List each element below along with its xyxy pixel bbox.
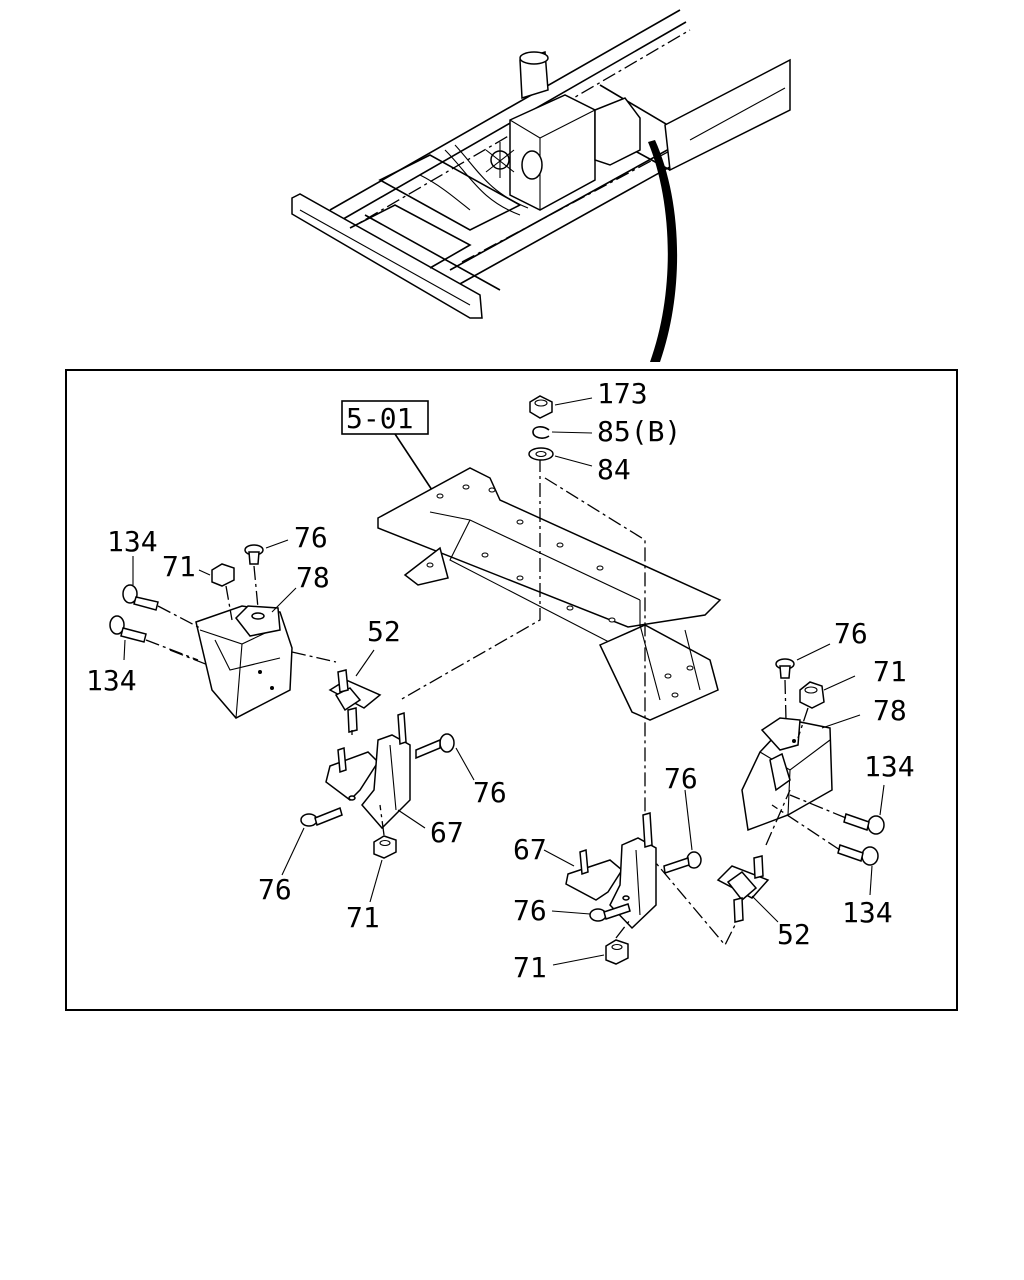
detail-frame — [65, 369, 958, 1011]
chassis-frame-overview — [291, 9, 791, 362]
bolt-134-lower-left — [109, 615, 147, 643]
callout-78-left: 78 — [296, 561, 330, 594]
bolt-76-right-top — [775, 658, 795, 679]
callout-134-right-bottom: 134 — [842, 896, 893, 929]
bolt-134-lower-right — [837, 844, 879, 866]
mount-bracket-67-left — [325, 711, 411, 830]
callout-71-left-bottom: 71 — [346, 901, 380, 934]
callout-134-left-top: 134 — [107, 525, 158, 558]
crossmember — [377, 467, 722, 721]
bolt-76-right-bottom — [589, 903, 631, 922]
callout-173: 173 — [597, 377, 648, 410]
callout-76-left-side: 76 — [473, 776, 507, 809]
callout-84: 84 — [597, 453, 631, 486]
left-mount-bracket — [195, 605, 293, 719]
callout-78-right: 78 — [873, 694, 907, 727]
rubber-mount-52-right — [716, 855, 770, 923]
callout-67-right: 67 — [513, 833, 547, 866]
bolt-76-right-side — [663, 851, 702, 874]
right-mount-bracket — [741, 717, 833, 832]
flange-nut-71-right — [799, 681, 825, 709]
reference-tag[interactable]: 5-01 — [341, 400, 429, 435]
callout-67-left: 67 — [430, 816, 464, 849]
callout-71-left-top: 71 — [162, 550, 196, 583]
bolt-76-left-top — [244, 544, 264, 565]
flange-nut-71-left-bottom — [373, 835, 397, 859]
bolt-134-upper-left — [122, 584, 159, 611]
callout-76-right-side: 76 — [664, 762, 698, 795]
bolt-76-left-side — [415, 733, 455, 760]
callout-71-right-bottom: 71 — [513, 951, 547, 984]
callout-76-left-bottom: 76 — [258, 873, 292, 906]
nut-173 — [529, 395, 553, 419]
callout-76-right-top: 76 — [834, 617, 868, 650]
callout-76-left-top: 76 — [294, 521, 328, 554]
reference-tag-label: 5-01 — [346, 402, 413, 435]
callout-52-left: 52 — [367, 615, 401, 648]
flange-nut-71-left — [211, 563, 235, 587]
spring-washer-85b — [532, 426, 550, 439]
flange-nut-71-right-bottom — [605, 939, 629, 965]
callout-52-right: 52 — [777, 918, 811, 951]
bolt-134-upper-right — [843, 813, 885, 835]
callout-76-right-bottom: 76 — [513, 894, 547, 927]
bolt-76-left-bottom — [300, 806, 343, 827]
callout-71-right-top: 71 — [873, 655, 907, 688]
washer-84 — [528, 447, 554, 461]
callout-85b: 85(B) — [597, 415, 681, 448]
callout-134-left-bottom: 134 — [86, 664, 137, 697]
rubber-mount-52-left — [328, 669, 382, 733]
callout-134-right-top: 134 — [864, 750, 915, 783]
